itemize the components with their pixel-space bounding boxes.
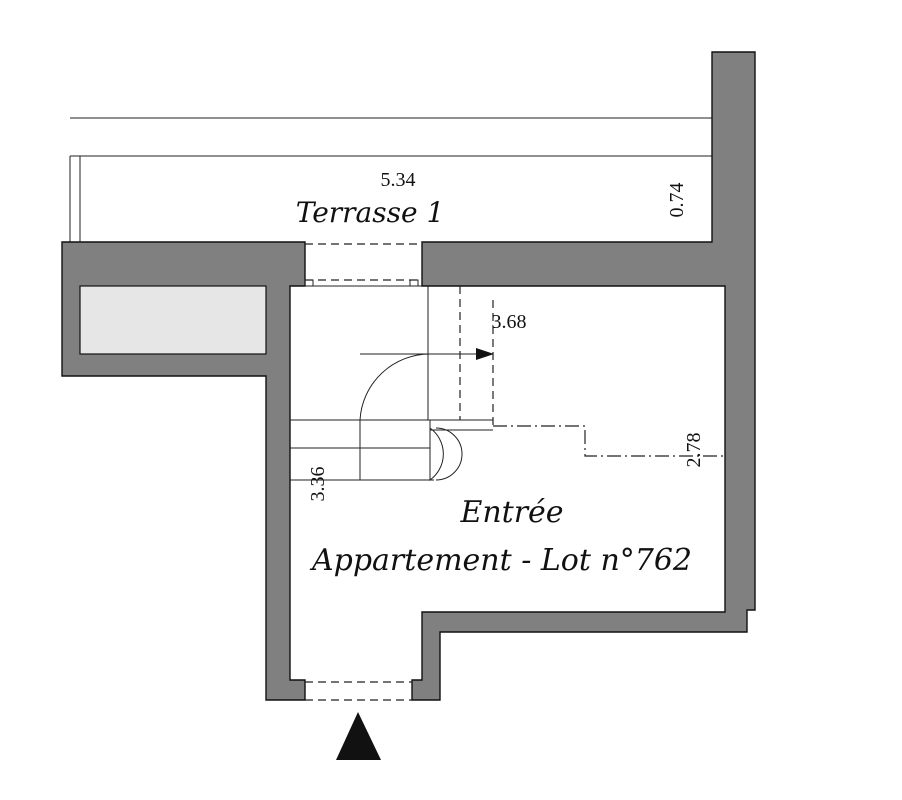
room-subtitle-entrance: Appartement - Lot n°762 xyxy=(309,543,692,578)
room-name-terrace: Terrasse 1 xyxy=(296,196,445,229)
wall-left xyxy=(61,241,306,701)
staircase xyxy=(290,286,494,481)
entry-arrow-icon xyxy=(336,712,381,760)
stair-arrow-icon xyxy=(476,348,494,360)
room-name-entrance: Entrée xyxy=(459,495,563,530)
terrace-doorway xyxy=(304,243,422,287)
dim-height-right: 2.78 xyxy=(683,433,705,468)
dim-stair-length: 3.68 xyxy=(492,311,527,333)
terrace-outline xyxy=(69,117,712,242)
dim-terrace-width: 5.34 xyxy=(381,169,416,191)
ceiling-change-line xyxy=(493,425,725,457)
dim-terrace-depth: 0.74 xyxy=(666,183,688,218)
entrance-doorway xyxy=(305,681,412,701)
storage-recess xyxy=(79,285,267,355)
walls xyxy=(61,51,756,701)
wall-right xyxy=(411,51,756,701)
dim-height-left: 3.36 xyxy=(307,467,329,502)
